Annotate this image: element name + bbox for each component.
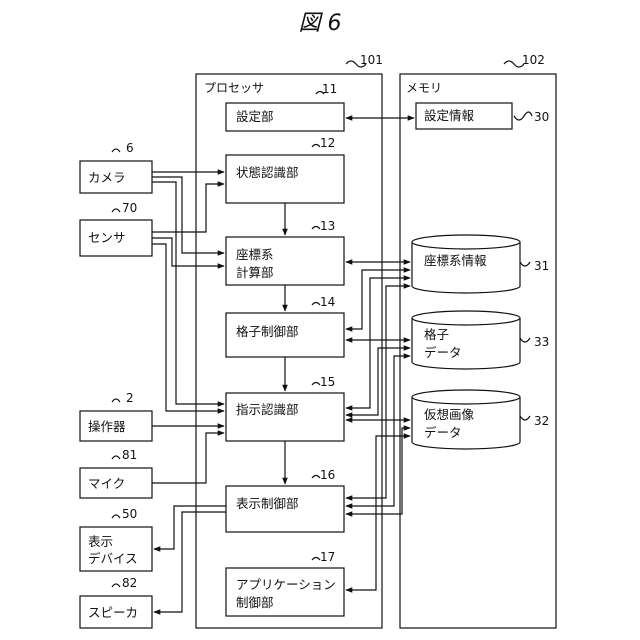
processor-label: プロセッサ: [204, 81, 264, 95]
setting-info-label: 設定情報: [424, 108, 475, 123]
coord-info-cylinder: 座標系情報 31: [412, 235, 549, 293]
sensor-device: センサ 70: [80, 201, 152, 256]
coord-info-ref-squiggle: [520, 262, 530, 266]
memory-ref-squiggle: [504, 61, 524, 67]
display-control-ref-tick: [312, 476, 320, 479]
display-device: 表示 デバイス 50: [80, 507, 152, 571]
speaker-ref-tick: [112, 584, 120, 587]
mic-ref-tick: [112, 456, 120, 459]
speaker-device: スピーカ 82: [80, 576, 152, 628]
display-device-label-1: 表示: [88, 534, 113, 549]
sensor-to-instruction-arrow: [152, 244, 224, 411]
state-recognition-label: 状態認識部: [236, 165, 299, 180]
display-device-ref: 50: [122, 507, 137, 521]
setting-info-item: 設定情報 30: [416, 103, 549, 129]
camera-ref: 6: [126, 141, 134, 155]
display-control-label: 表示制御部: [236, 496, 299, 511]
mic-ref: 81: [122, 448, 137, 462]
instruction-recognition-ref: 15: [320, 375, 335, 389]
operator-label: 操作器: [88, 419, 126, 434]
state-recognition-unit: 状態認識部 12: [226, 136, 344, 203]
display-device-label-2: デバイス: [88, 551, 138, 566]
coord-calc-ref: 13: [320, 219, 335, 233]
figure-title: 図 6: [299, 11, 342, 36]
app-control-ref: 17: [320, 550, 335, 564]
grid-control-ref: 14: [320, 295, 335, 309]
grid-data-ref-squiggle: [520, 338, 530, 342]
sensor-to-state-arrow: [152, 184, 224, 232]
virtual-image-label-2: データ: [424, 425, 462, 440]
coord-calc-label-2: 計算部: [236, 265, 274, 280]
instruction-recognition-ref-tick: [312, 383, 320, 386]
display-control-ref: 16: [320, 468, 335, 482]
sensor-ref: 70: [122, 201, 137, 215]
camera-device: カメラ 6: [80, 141, 152, 193]
camera-ref-tick: [112, 149, 120, 152]
mic-device: マイク 81: [80, 448, 152, 498]
display-device-ref-tick: [112, 515, 120, 518]
sensor-to-coord-arrow: [152, 238, 224, 266]
state-recognition-ref-tick: [312, 145, 320, 148]
sensor-label: センサ: [88, 230, 126, 245]
virtual-image-ref-squiggle: [520, 416, 530, 420]
operator-ref: 2: [126, 391, 134, 405]
camera-label: カメラ: [88, 170, 126, 185]
coord-calc-ref-tick: [312, 227, 320, 230]
app-control-ref-tick: [312, 558, 320, 561]
operator-ref-tick: [112, 399, 120, 402]
app-control-label-2: 制御部: [236, 595, 274, 610]
setting-info-ref-squiggle: [514, 112, 532, 120]
virtual-image-ref: 32: [534, 414, 549, 428]
state-recognition-ref: 12: [320, 136, 335, 150]
memory-label: メモリ: [406, 81, 442, 95]
memory-ref: 102: [522, 53, 545, 67]
display-control-to-speaker-arrow: [154, 512, 226, 612]
grid-data-ref: 33: [534, 335, 549, 349]
camera-to-instruction-arrow: [152, 182, 224, 404]
operator-device: 操作器 2: [80, 391, 152, 441]
grid-data-label-1: 格子: [424, 327, 449, 342]
grid-control-label: 格子制御部: [236, 324, 299, 339]
setting-info-ref: 30: [534, 110, 549, 124]
mic-to-instruction-arrow: [152, 433, 224, 483]
sensor-ref-tick: [112, 209, 120, 212]
coord-calc-label-1: 座標系: [236, 247, 274, 262]
speaker-label: スピーカ: [88, 605, 138, 620]
virtual-image-data-cylinder: 仮想画像 データ 32: [412, 390, 549, 449]
instruction-recognition-label: 指示認識部: [236, 402, 299, 417]
app-control-unit: アプリケーション 制御部 17: [226, 550, 344, 616]
grid-data-label-2: データ: [424, 345, 462, 360]
processor-ref: 101: [360, 53, 383, 67]
setting-unit-ref: 11: [322, 82, 337, 96]
grid-control-ref-tick: [312, 303, 320, 306]
virtual-image-label-1: 仮想画像: [424, 407, 475, 422]
coord-info-label: 座標系情報: [424, 253, 487, 268]
coord-info-ref: 31: [534, 259, 549, 273]
setting-unit-label: 設定部: [236, 109, 274, 124]
app-control-label-1: アプリケーション: [236, 577, 336, 592]
mic-label: マイク: [88, 476, 125, 491]
grid-data-cylinder: 格子 データ 33: [412, 311, 549, 369]
camera-to-coord-arrow: [152, 177, 224, 253]
speaker-ref: 82: [122, 576, 137, 590]
